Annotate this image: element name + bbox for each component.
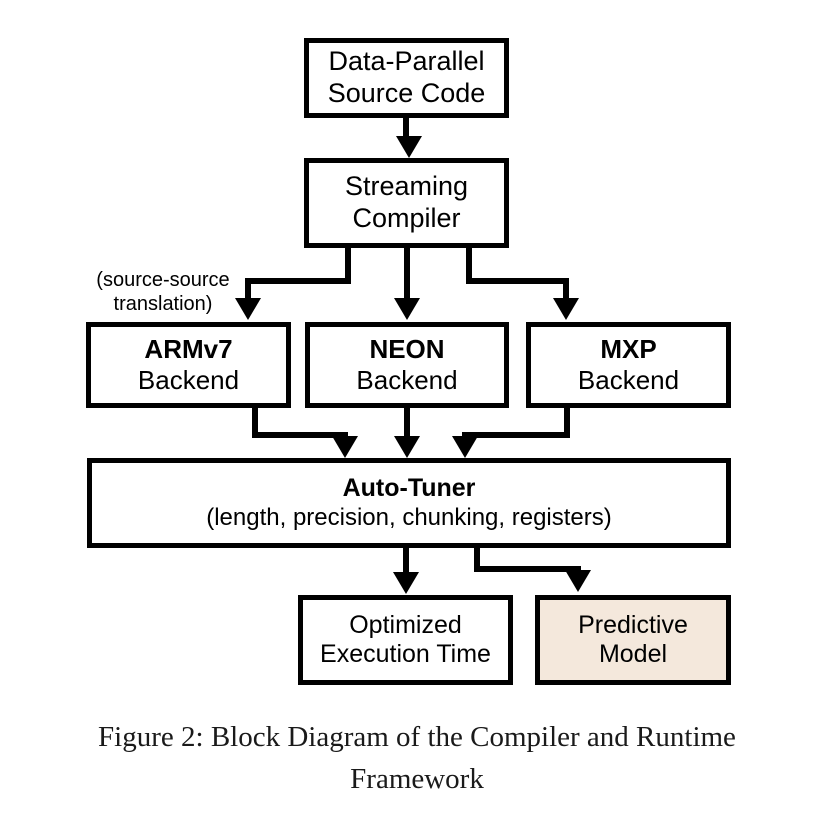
node-predictive-model: Predictive Model bbox=[535, 595, 731, 685]
node-armv7-line-1: ARMv7 bbox=[144, 334, 233, 365]
node-armv7-backend: ARMv7 Backend bbox=[86, 322, 291, 408]
edge-compiler-to-armv7-arrowhead bbox=[235, 298, 261, 320]
node-neon-line-1: NEON bbox=[369, 334, 445, 365]
node-neon-line-2: Backend bbox=[356, 365, 458, 395]
node-mxp-line-1: MXP bbox=[600, 334, 657, 365]
node-neon-backend: NEON Backend bbox=[305, 322, 509, 408]
node-mxp-backend: MXP Backend bbox=[526, 322, 731, 408]
node-autotuner-line-2: (length, precision, chunking, registers) bbox=[206, 503, 612, 531]
edge-mxp-to-autotuner-arrowhead bbox=[452, 436, 478, 458]
edge-mxp-to-autotuner-run bbox=[462, 432, 570, 438]
edge-neon-to-autotuner-arrowhead bbox=[394, 436, 420, 458]
edge-mxp-to-autotuner-stem bbox=[564, 408, 570, 438]
node-optimized-execution-time: Optimized Execution Time bbox=[298, 595, 513, 685]
node-predictive-line-2: Model bbox=[598, 640, 668, 668]
node-streaming-compiler: Streaming Compiler bbox=[304, 158, 509, 248]
node-armv7-line-2: Backend bbox=[137, 365, 240, 395]
node-source-line-1: Data-Parallel bbox=[328, 46, 485, 77]
node-data-parallel-source-code: Data-Parallel Source Code bbox=[304, 38, 509, 118]
edge-compiler-to-armv7-run bbox=[245, 278, 351, 284]
edge-source-to-compiler-arrowhead bbox=[396, 136, 422, 158]
edge-armv7-to-autotuner-run bbox=[252, 432, 348, 438]
annotation-source-source-translation: (source-source translation) bbox=[78, 268, 248, 317]
node-compiler-line-2: Compiler bbox=[352, 203, 461, 233]
edge-armv7-to-autotuner-stem bbox=[252, 408, 258, 438]
edge-armv7-to-autotuner-arrowhead bbox=[332, 436, 358, 458]
edge-compiler-to-armv7-drop bbox=[245, 278, 251, 304]
edge-compiler-to-armv7-stem bbox=[345, 248, 351, 284]
node-optimized-line-2: Execution Time bbox=[320, 640, 491, 668]
edge-compiler-to-neon-arrowhead bbox=[394, 298, 420, 320]
edge-compiler-to-mxp-run bbox=[466, 278, 569, 284]
annotation-line-1: (source-source bbox=[96, 269, 230, 291]
edge-compiler-to-mxp-drop bbox=[563, 278, 569, 304]
edge-autotuner-to-optimized-arrowhead bbox=[393, 572, 419, 594]
edge-compiler-to-neon-stem bbox=[404, 248, 410, 302]
node-compiler-line-1: Streaming bbox=[344, 171, 469, 202]
annotation-line-2: translation) bbox=[113, 293, 213, 316]
node-optimized-line-1: Optimized bbox=[349, 610, 462, 639]
node-mxp-line-2: Backend bbox=[577, 365, 680, 395]
edge-autotuner-to-predictive-run bbox=[474, 566, 581, 572]
edge-autotuner-to-predictive-stem bbox=[474, 548, 480, 570]
edge-compiler-to-mxp-arrowhead bbox=[553, 298, 579, 320]
node-source-line-2: Source Code bbox=[327, 78, 486, 108]
edge-compiler-to-mxp-stem bbox=[466, 248, 472, 284]
edge-source-to-compiler-stem bbox=[403, 118, 409, 138]
node-auto-tuner: Auto-Tuner (length, precision, chunking,… bbox=[87, 458, 731, 548]
edge-autotuner-to-predictive-arrowhead bbox=[565, 570, 591, 592]
edge-neon-to-autotuner-stem bbox=[404, 408, 410, 440]
node-autotuner-line-1: Auto-Tuner bbox=[342, 474, 476, 503]
edge-autotuner-to-optimized-stem bbox=[403, 548, 409, 576]
node-predictive-line-1: Predictive bbox=[578, 610, 688, 639]
figure-caption: Figure 2: Block Diagram of the Compiler … bbox=[98, 721, 736, 796]
